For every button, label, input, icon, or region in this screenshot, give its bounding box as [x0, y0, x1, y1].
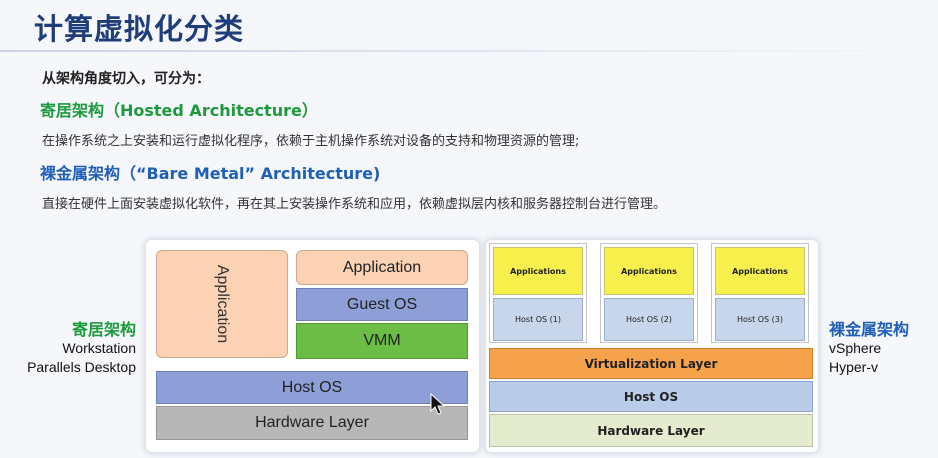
hosted-application-tall-block: Application	[156, 250, 288, 358]
vm-3-applications-block: Applications	[715, 247, 805, 295]
hosted-side-label: 寄居架构	[71, 320, 136, 339]
vm-2-host-os-block: Host OS (2)	[604, 298, 694, 341]
hosted-heading: 寄居架构（Hosted Architecture）	[40, 101, 318, 120]
bare-metal-hardware-block: Hardware Layer	[489, 414, 813, 447]
hosted-description: 在操作系统之上安装和运行虚拟化程序，依赖于主机操作系统对设备的支持和物理资源的管…	[42, 134, 580, 149]
mouse-cursor-icon	[430, 393, 446, 415]
bare-metal-example-vsphere: vSphere	[829, 340, 882, 356]
hosted-example-workstation: Workstation	[62, 340, 136, 356]
hosted-vmm-block: VMM	[296, 323, 468, 359]
hosted-application-tall-label: Application	[214, 264, 231, 344]
hosted-hardware-block: Hardware Layer	[156, 406, 468, 440]
bare-metal-example-hyperv: Hyper-v	[829, 359, 879, 375]
hosted-application-block: Application	[296, 250, 468, 285]
bare-metal-host-os-block: Host OS	[489, 381, 813, 412]
vm-3-host-os-block: Host OS (3)	[715, 298, 805, 341]
hosted-guest-os-block: Guest OS	[296, 288, 468, 321]
bare-metal-side-label: 裸金属架构	[829, 320, 910, 339]
hosted-example-parallels: Parallels Desktop	[27, 359, 136, 375]
bare-metal-description: 直接在硬件上面安装虚拟化软件，再在其上安装操作系统和应用，依赖虚拟层内核和服务器…	[42, 197, 667, 212]
slide-title: 计算虚拟化分类	[34, 12, 245, 46]
slide-subtitle: 从架构角度切入，可分为：	[42, 71, 210, 87]
vm-2-applications-block: Applications	[604, 247, 694, 295]
title-divider	[0, 50, 938, 52]
hosted-host-os-block: Host OS	[156, 371, 468, 404]
virtualization-layer-block: Virtualization Layer	[489, 348, 813, 379]
vm-1-applications-block: Applications	[493, 247, 583, 295]
vm-1-host-os-block: Host OS (1)	[493, 298, 583, 341]
bare-metal-heading: 裸金属架构（“Bare Metal” Architecture)	[40, 164, 381, 183]
